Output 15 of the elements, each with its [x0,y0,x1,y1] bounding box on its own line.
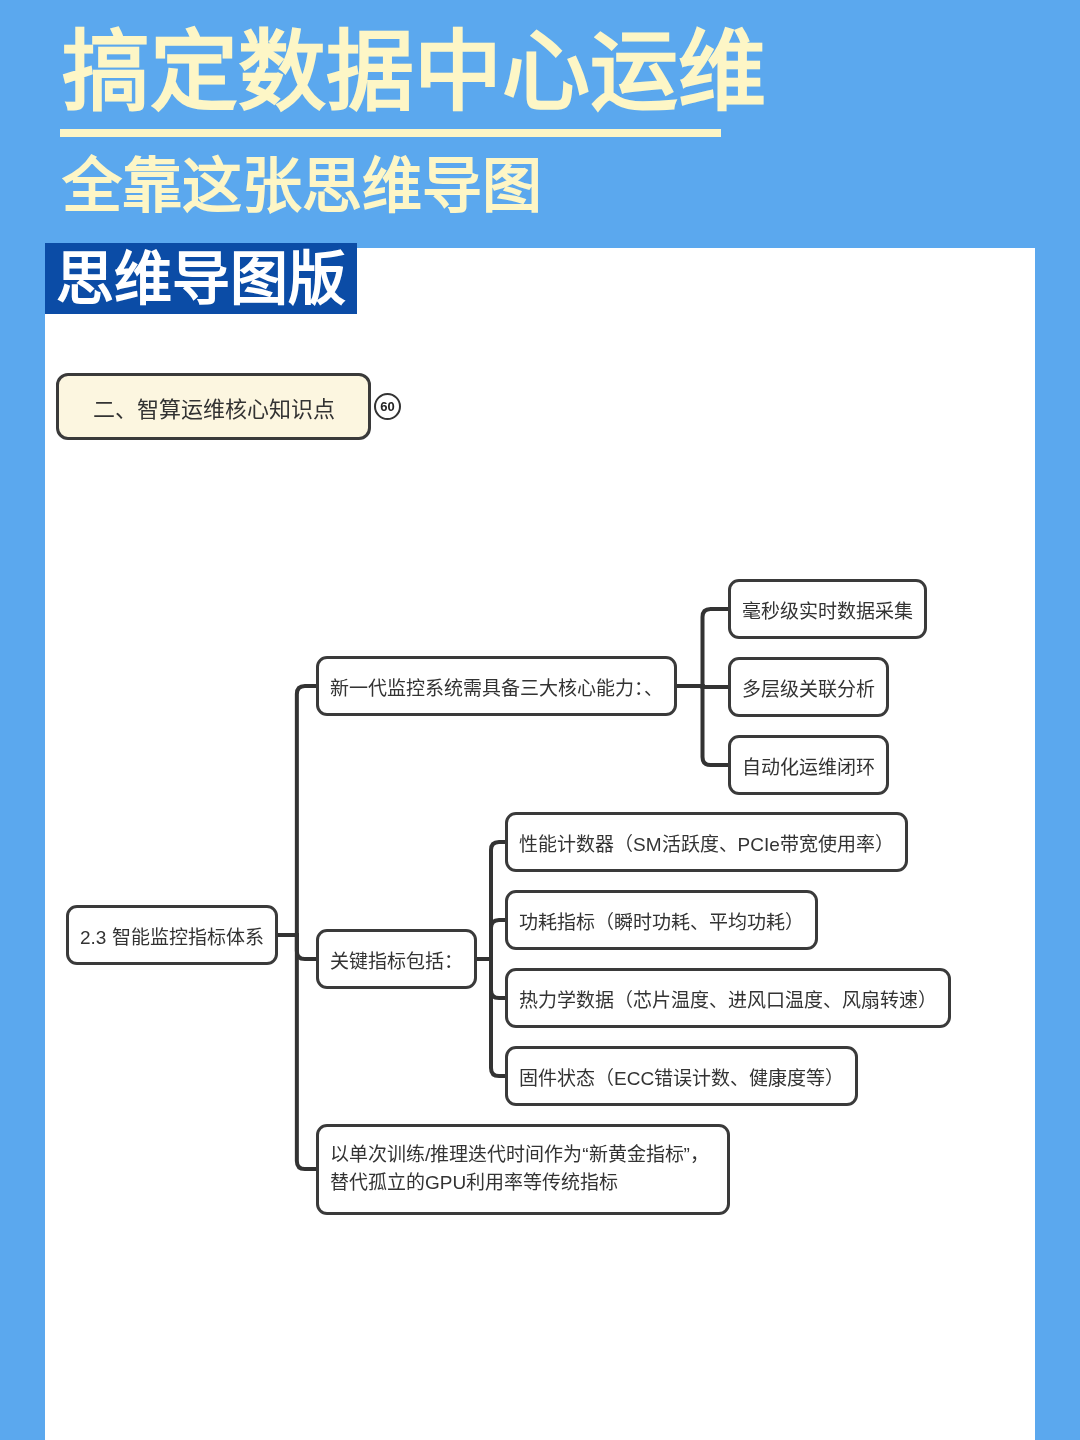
topic-box: 功耗指标（瞬时功耗、平均功耗） [505,890,818,950]
topic-box: 2.3 智能监控指标体系 [66,905,278,965]
topic-box: 以单次训练/推理迭代时间作为“新黄金指标”，替代孤立的GPU利用率等传统指标 [316,1123,730,1215]
topic-box: 自动化运维闭环 [728,735,889,795]
topic-box: 毫秒级实时数据采集 [728,579,927,639]
topic-box: 热力学数据（芯片温度、进风口温度、风扇转速） [505,968,951,1028]
topic-box: 固件状态（ECC错误计数、健康度等） [505,1046,859,1106]
topic-box: 关键指标包括： [316,929,477,989]
topic-box: 多层级关联分析 [728,657,889,717]
topic-box: 性能计数器（SM活跃度、PCIe带宽使用率） [505,812,908,872]
heading-banner: 思维导图版 [45,243,357,314]
topic-box: 新一代监控系统需具备三大核心能力：、 [316,656,677,716]
title: 搞定数据中心运维 [62,28,766,116]
connector-line [277,933,316,1171]
topic-box: 二、智算运维核心知识点 [56,373,371,440]
